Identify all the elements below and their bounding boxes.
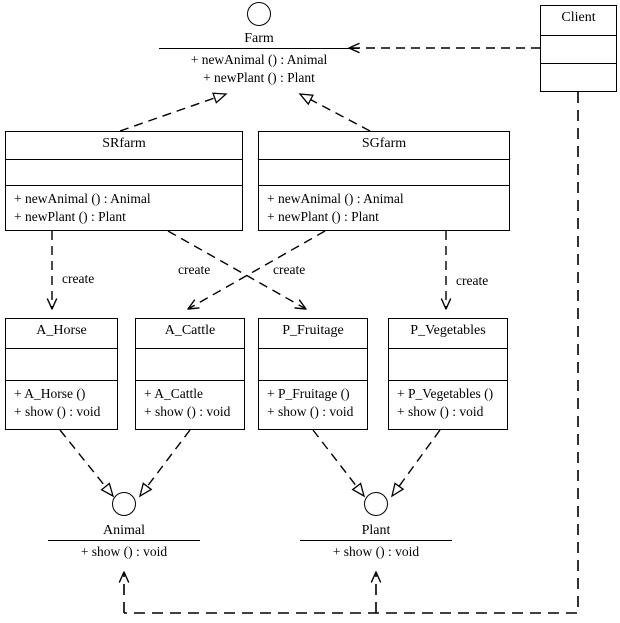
class-srfarm-name: SRfarm (6, 132, 242, 160)
operation-line: + show () : void (267, 404, 354, 420)
edge-label-create-4: create (456, 273, 489, 288)
operation-line: + newPlant () : Plant (267, 209, 379, 225)
class-p-fruitage[interactable]: P_Fruitage + P_Fruitage () + show () : v… (258, 318, 368, 430)
operation-line: + newPlant () : Plant (203, 69, 315, 85)
class-p-fruitage-attributes (259, 349, 367, 381)
edge-p-vegetables-realizes-plant (391, 429, 441, 498)
class-p-vegetables-name: P_Vegetables (389, 319, 507, 349)
class-p-fruitage-name: P_Fruitage (259, 319, 367, 349)
class-client-name: Client (541, 6, 616, 36)
operation-line: + newAnimal () : Animal (14, 191, 151, 206)
interface-farm-operations: + newAnimal () : Animal + newPlant () : … (185, 49, 334, 86)
class-a-cattle-name: A_Cattle (136, 319, 244, 349)
class-a-cattle-attributes (136, 349, 244, 381)
class-p-fruitage-operations: + P_Fruitage () + show () : void (259, 381, 367, 429)
class-sgfarm-name: SGfarm (259, 132, 509, 160)
class-client-operations (541, 64, 616, 91)
operation-line: + show () : void (397, 404, 484, 420)
interface-farm[interactable]: Farm + newAnimal () : Animal + newPlant … (159, 2, 359, 86)
lollipop-circle-icon (364, 492, 388, 516)
operation-line: + P_Fruitage () (267, 386, 350, 401)
edge-a-horse-realizes-animal (59, 429, 115, 498)
class-client-attributes (541, 36, 616, 64)
interface-plant-name: Plant (300, 520, 452, 542)
class-p-vegetables-operations: + P_Vegetables () + show () : void (389, 381, 507, 429)
operation-line: + P_Vegetables () (397, 386, 494, 401)
interface-farm-name: Farm (159, 28, 359, 50)
class-a-horse-operations: + A_Horse () + show () : void (6, 381, 117, 429)
interface-animal-name: Animal (48, 520, 200, 542)
class-srfarm-attributes (6, 160, 242, 186)
lollipop-circle-icon (247, 2, 271, 26)
edge-label-create-2: create (178, 262, 211, 277)
edge-p-fruitage-realizes-plant (312, 429, 366, 498)
interface-plant[interactable]: Plant + show () : void (300, 492, 452, 561)
class-a-horse[interactable]: A_Horse + A_Horse () + show () : void (5, 318, 118, 430)
interface-plant-operations: + show () : void (327, 541, 425, 561)
class-a-horse-name: A_Horse (6, 319, 117, 349)
operation-line: + newPlant () : Plant (14, 209, 126, 225)
class-sgfarm-operations: + newAnimal () : Animal + newPlant () : … (259, 186, 509, 230)
class-a-horse-attributes (6, 349, 117, 381)
lollipop-circle-icon (112, 492, 136, 516)
edge-label-create-3: create (273, 262, 306, 277)
edge-a-cattle-realizes-animal (138, 429, 191, 498)
operation-line: + A_Cattle (144, 386, 203, 401)
operation-line: + show () : void (14, 404, 101, 420)
edge-srfarm-realizes-farm (119, 92, 228, 132)
operation-line: + A_Horse () (14, 386, 86, 401)
edge-sgfarm-realizes-farm (298, 93, 371, 132)
class-p-vegetables-attributes (389, 349, 507, 381)
operation-line: + newAnimal () : Animal (190, 52, 328, 68)
class-srfarm[interactable]: SRfarm + newAnimal () : Animal + newPlan… (5, 131, 243, 231)
interface-animal-operations: + show () : void (75, 541, 173, 561)
class-sgfarm-attributes (259, 160, 509, 186)
class-sgfarm[interactable]: SGfarm + newAnimal () : Animal + newPlan… (258, 131, 510, 231)
class-a-cattle-operations: + A_Cattle + show () : void (136, 381, 244, 429)
class-srfarm-operations: + newAnimal () : Animal + newPlant () : … (6, 186, 242, 230)
interface-animal[interactable]: Animal + show () : void (48, 492, 200, 561)
operation-line: + show () : void (332, 544, 420, 560)
operation-line: + newAnimal () : Animal (267, 191, 404, 206)
class-client[interactable]: Client (540, 5, 617, 92)
class-a-cattle[interactable]: A_Cattle + A_Cattle + show () : void (135, 318, 245, 430)
operation-line: + show () : void (144, 404, 231, 420)
operation-line: + show () : void (80, 544, 168, 560)
edge-label-create-1: create (62, 271, 95, 286)
class-p-vegetables[interactable]: P_Vegetables + P_Vegetables () + show ()… (388, 318, 508, 430)
